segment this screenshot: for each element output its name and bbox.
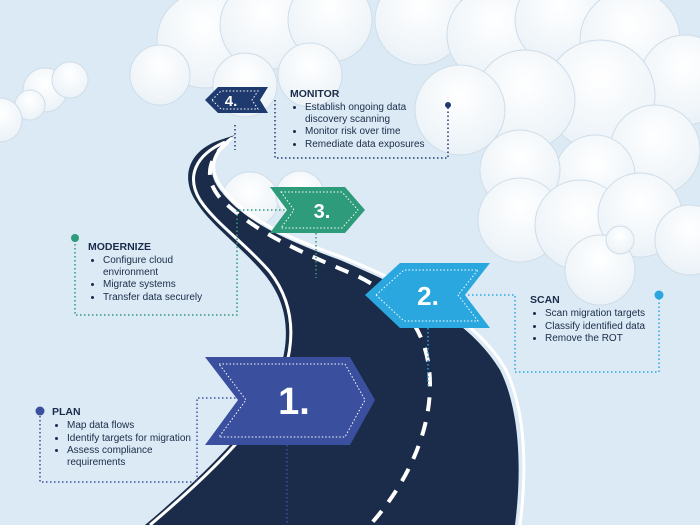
monitor-list: Establish ongoing data discovery scannin…: [290, 102, 430, 150]
step-2-number: 2.: [417, 281, 439, 311]
list-item: Establish ongoing data discovery scannin…: [305, 102, 430, 125]
modernize-title: MODERNIZE: [88, 241, 151, 253]
list-item: Remove the ROT: [545, 333, 648, 345]
connector-dots: [35, 102, 664, 416]
list-item: Identify targets for migration: [67, 433, 202, 445]
list-item: Remediate data exposures: [305, 139, 430, 151]
step-1-banner: 1.: [205, 357, 375, 445]
list-item: Migrate systems: [103, 279, 228, 291]
cloud-cluster-left: [0, 61, 89, 143]
road-center-line: [207, 140, 433, 525]
step-4-banner: 4.: [205, 87, 268, 113]
connector-lines: [39, 100, 660, 525]
cloud-cluster-top: [129, 0, 700, 216]
list-item: Monitor risk over time: [305, 126, 430, 138]
plan-box: PLAN Map data flows Identify targets for…: [52, 406, 202, 469]
step-1-number: 1.: [278, 381, 310, 423]
list-item: Configure cloud environment: [103, 255, 228, 278]
modernize-box: MODERNIZE Configure cloud environment Mi…: [88, 241, 228, 304]
list-item: Transfer data securely: [103, 292, 228, 304]
step-2-banner: 2.: [365, 263, 490, 328]
list-item: Assess compliance requirements: [67, 445, 202, 468]
step-4-number: 4.: [225, 93, 238, 110]
step-3-number: 3.: [314, 201, 331, 223]
list-item: Map data flows: [67, 420, 202, 432]
plan-list: Map data flows Identify targets for migr…: [52, 420, 202, 468]
plan-title: PLAN: [52, 406, 81, 418]
step-3-banner: 3.: [270, 187, 365, 233]
scan-box: SCAN Scan migration targets Classify ide…: [530, 294, 648, 346]
road-edge-right: [212, 136, 526, 525]
scan-title: SCAN: [530, 294, 560, 306]
modernize-list: Configure cloud environment Migrate syst…: [88, 255, 228, 303]
monitor-box: MONITOR Establish ongoing data discovery…: [290, 88, 430, 151]
list-item: Scan migration targets: [545, 308, 648, 320]
scan-list: Scan migration targets Classify identifi…: [530, 308, 648, 345]
list-item: Classify identified data: [545, 321, 648, 333]
monitor-title: MONITOR: [290, 88, 340, 100]
